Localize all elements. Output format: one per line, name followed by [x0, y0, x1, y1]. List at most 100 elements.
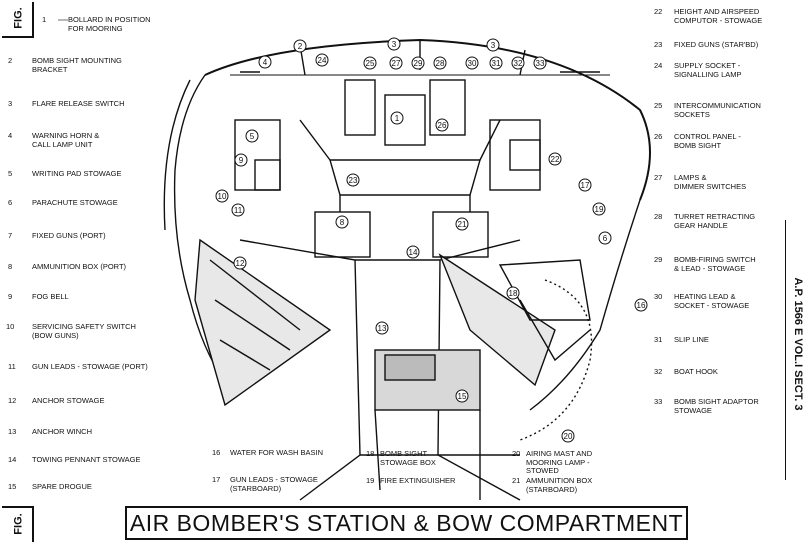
- callout-18: 18: [506, 286, 520, 300]
- legend-number: 3: [8, 99, 13, 108]
- legend-text-cont: SIGNALLING LAMP: [674, 69, 742, 79]
- legend-number: 15: [8, 482, 17, 491]
- callout-33: 33: [533, 56, 547, 70]
- legend-number: 17: [212, 475, 221, 484]
- svg-text:30: 30: [468, 59, 477, 68]
- callout-3b: 3: [486, 38, 500, 52]
- legend-text: AMMUNITION BOX: [526, 476, 593, 485]
- svg-text:10: 10: [218, 192, 227, 201]
- svg-text:29: 29: [414, 59, 423, 68]
- legend-text: BOMB SIGHT ADAPTOR: [674, 397, 759, 406]
- svg-text:17: 17: [581, 181, 590, 190]
- callout-27: 27: [389, 56, 403, 70]
- legend-text: GUN LEADS - STOWAGE (PORT): [32, 362, 148, 371]
- legend-number: 31: [654, 335, 663, 344]
- fig-label-top: FIG.: [12, 7, 25, 29]
- legend-text: HEIGHT AND AIRSPEED: [674, 7, 760, 16]
- legend-number: 28: [654, 212, 663, 221]
- svg-text:1: 1: [395, 114, 400, 123]
- legend-number: 14: [8, 455, 17, 464]
- svg-text:4: 4: [263, 58, 268, 67]
- callout-8: 8: [335, 215, 349, 229]
- legend-text-cont: STOWAGE BOX: [380, 457, 436, 467]
- legend-number: 10: [6, 322, 15, 331]
- legend-number: 11: [8, 362, 16, 371]
- legend-text: AIRING MAST AND: [526, 449, 593, 458]
- callout-11: 11: [231, 203, 245, 217]
- page-title: AIR BOMBER'S STATION & BOW COMPARTMENT: [129, 509, 684, 536]
- callout-12: 12: [233, 256, 247, 270]
- svg-text:21: 21: [458, 220, 467, 229]
- callout-29: 29: [411, 56, 425, 70]
- legend-text: FIRE EXTINGUISHER: [380, 476, 456, 485]
- legend-item-15: 15 SPARE DROGUE: [8, 482, 92, 492]
- legend-text: BOMB SIGHT MOUNTING: [32, 56, 122, 65]
- callout-25: 25: [363, 56, 377, 70]
- svg-text:23: 23: [349, 176, 358, 185]
- svg-text:25: 25: [366, 59, 375, 68]
- callout-10: 10: [215, 189, 229, 203]
- document-reference-text: A.P. 1566 E VOL.I SECT. 3: [792, 277, 804, 411]
- legend-text-cont: BRACKET: [32, 64, 68, 74]
- legend-text: TURRET RETRACTING: [674, 212, 756, 221]
- legend-item-19: 19 FIRE EXTINGUISHER: [366, 476, 456, 486]
- callout-9: 9: [234, 153, 248, 167]
- legend-text: TOWING PENNANT STOWAGE: [32, 455, 141, 464]
- legend-number: 24: [654, 61, 663, 70]
- legend-text: ANCHOR WINCH: [32, 427, 92, 436]
- svg-text:3: 3: [491, 41, 496, 50]
- legend-text: SPARE DROGUE: [32, 482, 92, 491]
- legend-text: WATER FOR WASH BASIN: [230, 448, 324, 457]
- legend-text-cont: CALL LAMP UNIT: [32, 139, 93, 149]
- callout-20: 20: [561, 429, 575, 443]
- svg-text:5: 5: [250, 132, 255, 141]
- svg-text:32: 32: [514, 59, 523, 68]
- legend-number: 4: [8, 131, 13, 140]
- callout-23: 23: [346, 173, 360, 187]
- legend-number: 27: [654, 173, 663, 182]
- legend-text: AMMUNITION BOX (PORT): [32, 262, 127, 271]
- svg-text:6: 6: [603, 234, 608, 243]
- callout-15: 15: [455, 389, 469, 403]
- legend-text: WRITING PAD STOWAGE: [32, 169, 122, 178]
- legend-number: 1: [42, 15, 47, 24]
- legend-number: 13: [8, 427, 17, 436]
- callout-31: 31: [489, 56, 503, 70]
- legend-text-cont: GEAR HANDLE: [674, 220, 728, 230]
- callout-32: 32: [511, 56, 525, 70]
- legend-text: SLIP LINE: [674, 335, 709, 344]
- legend-text: INTERCOMMUNICATION: [674, 101, 761, 110]
- svg-text:26: 26: [438, 121, 447, 130]
- svg-text:9: 9: [239, 156, 244, 165]
- legend-text: PARACHUTE STOWAGE: [32, 198, 118, 207]
- legend-text-cont: SOCKETS: [674, 109, 710, 119]
- legend-number: 19: [366, 476, 375, 485]
- callout-1: 1: [390, 111, 404, 125]
- svg-text:11: 11: [234, 206, 243, 215]
- svg-text:24: 24: [318, 56, 327, 65]
- legend-number: 2: [8, 56, 13, 65]
- legend-text-cont: SOCKET - STOWAGE: [674, 300, 750, 310]
- callout-3a: 3: [387, 37, 401, 51]
- svg-text:20: 20: [564, 432, 573, 441]
- legend-number: 18: [366, 449, 375, 458]
- legend-text-cont: COMPUTOR - STOWAGE: [674, 15, 763, 25]
- legend-number: 25: [654, 101, 663, 110]
- legend-text-cont: (STARBOARD): [230, 483, 282, 493]
- legend-text: GUN LEADS - STOWAGE: [230, 475, 318, 484]
- legend-number: 26: [654, 132, 663, 141]
